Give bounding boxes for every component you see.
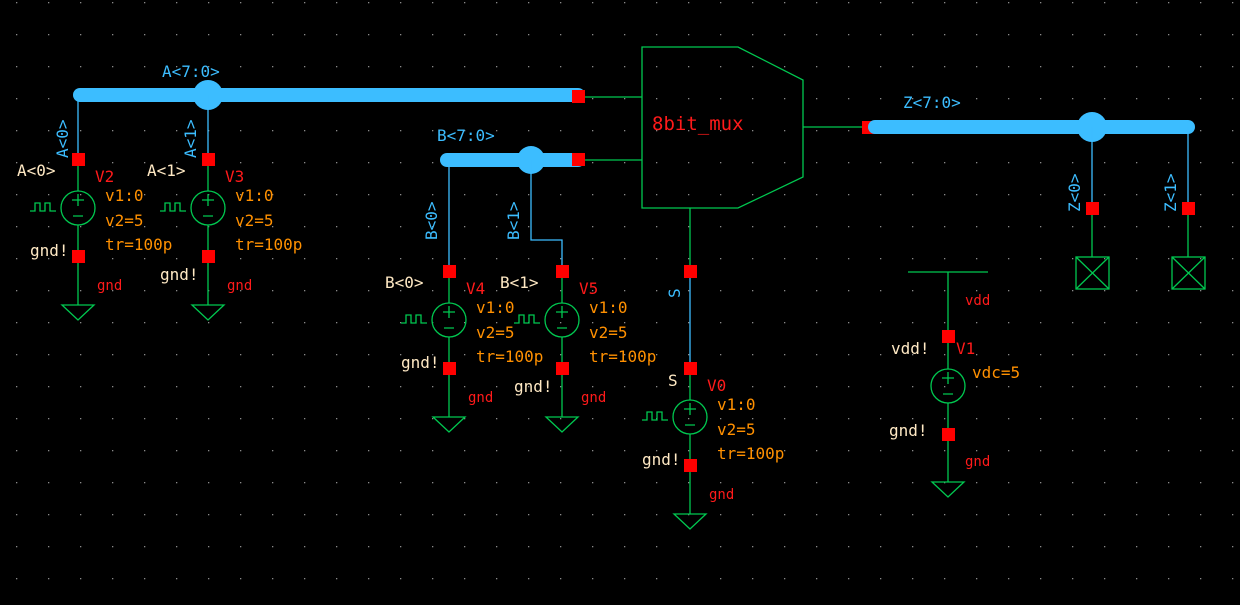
pin[interactable] bbox=[942, 428, 955, 441]
gnd-label: gnd bbox=[227, 278, 252, 294]
gnd-net-label: gnd! bbox=[401, 353, 440, 372]
param-v2: v2=5 bbox=[717, 420, 756, 439]
param-tr: tr=100p bbox=[476, 347, 543, 366]
param-v1: v1:0 bbox=[235, 186, 274, 205]
pulse-source-icon bbox=[672, 399, 708, 435]
pulse-waveform-icon bbox=[160, 202, 186, 212]
pin[interactable] bbox=[942, 330, 955, 343]
tap-label-b0: B<0> bbox=[422, 201, 441, 240]
instance-name: V5 bbox=[579, 279, 598, 298]
gnd-net-label: gnd! bbox=[160, 265, 199, 284]
net-label: B<0> bbox=[385, 273, 424, 292]
bus-b[interactable]: B<7:0> bbox=[437, 126, 642, 174]
instance-name: V0 bbox=[707, 376, 726, 395]
ground-icon bbox=[930, 481, 966, 498]
pin[interactable] bbox=[572, 90, 585, 103]
pin[interactable] bbox=[572, 153, 585, 166]
pin[interactable] bbox=[202, 250, 215, 263]
gnd-label: gnd bbox=[709, 487, 734, 503]
net-label: A<0> bbox=[17, 161, 56, 180]
pin[interactable] bbox=[1086, 202, 1099, 215]
bus-label-z: Z<7:0> bbox=[903, 93, 961, 112]
param-tr: tr=100p bbox=[717, 444, 784, 463]
gnd-label: gnd bbox=[468, 390, 493, 406]
net-label: vdd! bbox=[891, 339, 930, 358]
mux-label: 8bit_mux bbox=[652, 113, 744, 135]
ground-icon bbox=[544, 416, 580, 433]
pin[interactable] bbox=[443, 265, 456, 278]
pin[interactable] bbox=[684, 265, 697, 278]
param-v1: v1:0 bbox=[589, 298, 628, 317]
param-v2: v2=5 bbox=[105, 211, 144, 230]
pin[interactable] bbox=[684, 459, 697, 472]
param-v1: v1:0 bbox=[717, 395, 756, 414]
pulse-source-icon bbox=[190, 190, 226, 226]
ground-icon bbox=[672, 513, 708, 530]
ground-icon bbox=[431, 416, 467, 433]
pin[interactable] bbox=[72, 153, 85, 166]
pin[interactable] bbox=[202, 153, 215, 166]
param-tr: tr=100p bbox=[589, 347, 656, 366]
output-terminal-z1[interactable] bbox=[1171, 256, 1206, 290]
net-label: S bbox=[668, 371, 678, 390]
tap-label-a0: A<0> bbox=[53, 119, 72, 158]
instance-name: V3 bbox=[225, 167, 244, 186]
pin[interactable] bbox=[684, 362, 697, 375]
param-v1: v1:0 bbox=[105, 186, 144, 205]
gnd-net-label: gnd! bbox=[642, 450, 681, 469]
ground-icon bbox=[190, 304, 226, 321]
param-vdc: vdc=5 bbox=[972, 363, 1020, 382]
param-tr: tr=100p bbox=[105, 235, 172, 254]
param-v2: v2=5 bbox=[476, 323, 515, 342]
param-v2: v2=5 bbox=[589, 323, 628, 342]
net-label: A<1> bbox=[147, 161, 186, 180]
pulse-source-icon bbox=[544, 302, 580, 338]
vdd-label: vdd bbox=[965, 293, 990, 309]
gnd-net-label: gnd! bbox=[889, 421, 928, 440]
pin[interactable] bbox=[72, 250, 85, 263]
tap-label-b1: B<1> bbox=[504, 201, 523, 240]
output-terminal-z0[interactable] bbox=[1075, 256, 1110, 290]
pin[interactable] bbox=[1182, 202, 1195, 215]
gnd-label: gnd bbox=[97, 278, 122, 294]
tap-label-z0: Z<0> bbox=[1065, 173, 1084, 212]
pin[interactable] bbox=[443, 362, 456, 375]
pulse-waveform-icon bbox=[514, 314, 540, 324]
instance-name: V1 bbox=[956, 339, 975, 358]
bus-z[interactable]: Z<7:0> Z<0> Z<1> bbox=[862, 93, 1206, 290]
gnd-label: gnd bbox=[965, 454, 990, 470]
pulse-waveform-icon bbox=[401, 314, 427, 324]
instance-name: V4 bbox=[466, 279, 485, 298]
pulse-source-icon bbox=[60, 190, 96, 226]
param-v2: v2=5 bbox=[235, 211, 274, 230]
param-tr: tr=100p bbox=[235, 235, 302, 254]
instance-name: V2 bbox=[95, 167, 114, 186]
tap-label-a1: A<1> bbox=[181, 119, 200, 158]
bus-a[interactable]: A<7:0> bbox=[73, 62, 642, 110]
net-label: B<1> bbox=[500, 273, 539, 292]
gnd-net-label: gnd! bbox=[514, 377, 553, 396]
ground-icon bbox=[60, 304, 96, 321]
pin[interactable] bbox=[556, 265, 569, 278]
gnd-net-label: gnd! bbox=[30, 241, 69, 260]
pin[interactable] bbox=[556, 362, 569, 375]
gnd-label: gnd bbox=[581, 390, 606, 406]
tap-label-s: S bbox=[665, 288, 684, 298]
mux-8bit[interactable]: 8bit_mux bbox=[641, 46, 862, 209]
dc-source-v1[interactable]: vdd vdd! V1 vdc=5 gnd! gnd bbox=[889, 271, 1020, 498]
bus-label-a: A<7:0> bbox=[162, 62, 220, 81]
tap-label-z1: Z<1> bbox=[1161, 173, 1180, 212]
bus-label-b: B<7:0> bbox=[437, 126, 495, 145]
pulse-waveform-icon bbox=[642, 411, 668, 421]
dc-source-icon bbox=[930, 368, 966, 404]
pulse-waveform-icon bbox=[30, 202, 56, 212]
pulse-source-icon bbox=[431, 302, 467, 338]
param-v1: v1:0 bbox=[476, 298, 515, 317]
